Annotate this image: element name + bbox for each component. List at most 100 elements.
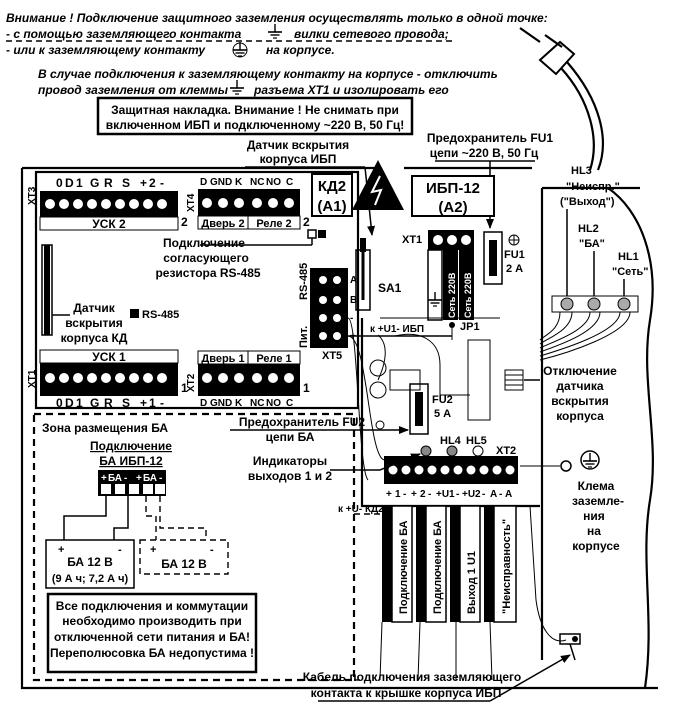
warning-line-3a: - или к заземляющему контакту — [6, 43, 206, 57]
svg-text:1: 1 — [395, 489, 401, 500]
svg-text:XT5: XT5 — [322, 350, 342, 362]
svg-text:-: - — [403, 489, 406, 500]
svg-text:(9 А ч; 7,2 А ч): (9 А ч; 7,2 А ч) — [52, 573, 129, 585]
svg-text:+: + — [101, 473, 107, 484]
xt3-terminal-labels: 0 D 1 G R S + 2 - — [56, 176, 164, 190]
svg-text:+: + — [140, 396, 147, 410]
ibp12-subtitle: (А2) — [438, 199, 467, 216]
note-top: В случае подключения к заземляющему конт… — [38, 67, 498, 97]
svg-text:Датчик вскрытия: Датчик вскрытия — [247, 138, 349, 152]
svg-text:XT1: XT1 — [402, 234, 422, 246]
svg-text:"Сеть": "Сеть" — [612, 266, 649, 278]
battery-zone: Зона размещения БА Подключение БА ИБП-12… — [32, 412, 356, 682]
svg-text:-: - — [210, 544, 214, 556]
svg-text:Подключение БА: Подключение БА — [398, 520, 410, 614]
svg-text:NC: NC — [250, 177, 264, 188]
xt2-ibp-terminal-labels: + 1 - + 2 - +U1 - +U2 - А - А — [386, 489, 512, 500]
hl5-led — [446, 445, 458, 457]
svg-text:+: + — [136, 473, 142, 484]
svg-text:Переполюсовка БА недопустима !: Переполюсовка БА недопустима ! — [50, 646, 254, 660]
svg-text:+: + — [150, 544, 156, 556]
kd2-subtitle: (А1) — [317, 198, 346, 215]
svg-text:корпуса ИБП: корпуса ИБП — [260, 152, 337, 166]
fu1-fuse — [483, 231, 503, 285]
high-voltage-icon — [352, 160, 404, 210]
xt2-kd-door-label: Дверь 1 — [201, 353, 244, 365]
warning-line-2b: вилки сетевого провода; — [294, 27, 449, 41]
cover-line-2: включенном ИБП и подключенному ~220 В, 5… — [106, 118, 405, 132]
svg-text:БА: БА — [143, 473, 157, 484]
svg-text:GND: GND — [210, 398, 232, 409]
svg-text:отключенной сети питания и БА!: отключенной сети питания и БА! — [54, 630, 250, 644]
fu2-callout: Предохранитель FU2 цепи БА — [230, 415, 409, 444]
svg-text:1: 1 — [149, 396, 156, 410]
svg-text:NC: NC — [250, 398, 264, 409]
svg-text:необходимо производить при: необходимо производить при — [62, 614, 241, 628]
svg-text:БА: БА — [108, 473, 122, 484]
kd2-title: КД2 — [318, 178, 346, 195]
svg-text:Клема: Клема — [578, 479, 615, 493]
svg-text:D: D — [200, 398, 207, 409]
svg-text:Датчик: Датчик — [73, 301, 115, 315]
ground-cable: Кабель подключения заземляющего контакта… — [303, 505, 581, 702]
svg-text:-: - — [124, 473, 127, 484]
svg-text:R: R — [104, 176, 113, 190]
kd2-board: КД2 (А1) XT3 0 D 1 G R S + 2 - УСК 2 2 X… — [27, 170, 360, 410]
svg-text:SA1: SA1 — [378, 281, 402, 295]
svg-text:XT3: XT3 — [27, 186, 38, 205]
svg-text:А: А — [505, 489, 512, 500]
svg-text:Предохранитель FU2: Предохранитель FU2 — [239, 415, 365, 429]
svg-text:RS-485: RS-485 — [298, 263, 310, 300]
svg-text:HL3: HL3 — [571, 165, 592, 177]
svg-text:согласующего: согласующего — [163, 251, 249, 265]
svg-text:D: D — [200, 177, 207, 188]
note-line-1: В случае подключения к заземляющему конт… — [38, 67, 498, 81]
svg-text:XT1: XT1 — [27, 369, 38, 388]
svg-text:2: 2 — [303, 215, 310, 229]
ground-icon — [229, 79, 245, 95]
svg-text:-: - — [482, 489, 485, 500]
mains-plug-icon — [519, 27, 604, 171]
xt2-kd-relay-label: Реле 1 — [256, 353, 291, 365]
svg-text:-: - — [118, 544, 122, 556]
svg-text:1: 1 — [181, 381, 188, 395]
svg-text:-: - — [160, 176, 164, 190]
svg-text:А: А — [350, 275, 357, 286]
svg-text:Выход 1 U1: Выход 1 U1 — [466, 551, 478, 614]
svg-text:+: + — [411, 489, 417, 500]
ground-clamp: Клема заземле- ния на корпусе — [520, 450, 624, 553]
warning-line-2a: - с помощью заземляющего контакта — [6, 27, 242, 41]
svg-text:GND: GND — [210, 177, 232, 188]
svg-text:2: 2 — [149, 176, 156, 190]
xt1-kd-label: УСК 1 — [92, 350, 126, 364]
warning-top: Внимание ! Подключение защитного заземле… — [6, 11, 548, 58]
svg-text:XT2: XT2 — [186, 373, 197, 392]
svg-text:+: + — [386, 489, 392, 500]
disconnect-sensor-callout: Отключение датчика вскрытия корпуса — [524, 364, 617, 423]
xt2-kd-terminal-labels: D GND K NC NO C — [200, 398, 293, 409]
svg-text:1: 1 — [303, 381, 310, 395]
xt4-door-label: Дверь 2 — [201, 218, 244, 230]
enclosure — [20, 160, 658, 690]
svg-text:G: G — [90, 176, 99, 190]
ground-icon — [427, 291, 443, 307]
hl4-led — [420, 445, 432, 457]
svg-text:2: 2 — [420, 489, 426, 500]
svg-text:датчика: датчика — [556, 379, 604, 393]
svg-text:заземле-: заземле- — [572, 494, 624, 508]
note-line-2a: провод заземления от клеммы — [38, 83, 229, 97]
svg-text:G: G — [90, 396, 99, 410]
fu1-callout: Предохранитель FU1 цепи ~220 В, 50 Гц — [427, 131, 553, 229]
xt5-connector: RS-485 Пит. А В - + XT5 — [298, 263, 357, 362]
svg-text:Отключение: Отключение — [543, 364, 617, 378]
svg-text:контакта к крышке корпуса ИБП: контакта к крышке корпуса ИБП — [311, 686, 502, 700]
svg-text:Кабель подключения заземляющег: Кабель подключения заземляющего — [303, 670, 521, 684]
svg-text:вскрытия: вскрытия — [551, 394, 609, 408]
svg-text:+U2: +U2 — [462, 489, 481, 500]
svg-text:K: K — [235, 177, 243, 188]
svg-text:-: - — [456, 489, 459, 500]
svg-text:-: - — [428, 489, 431, 500]
svg-text:БА 12 В: БА 12 В — [161, 557, 207, 571]
xt3-label: УСК 2 — [92, 217, 126, 231]
svg-text:Сеть 220В: Сеть 220В — [463, 272, 473, 318]
